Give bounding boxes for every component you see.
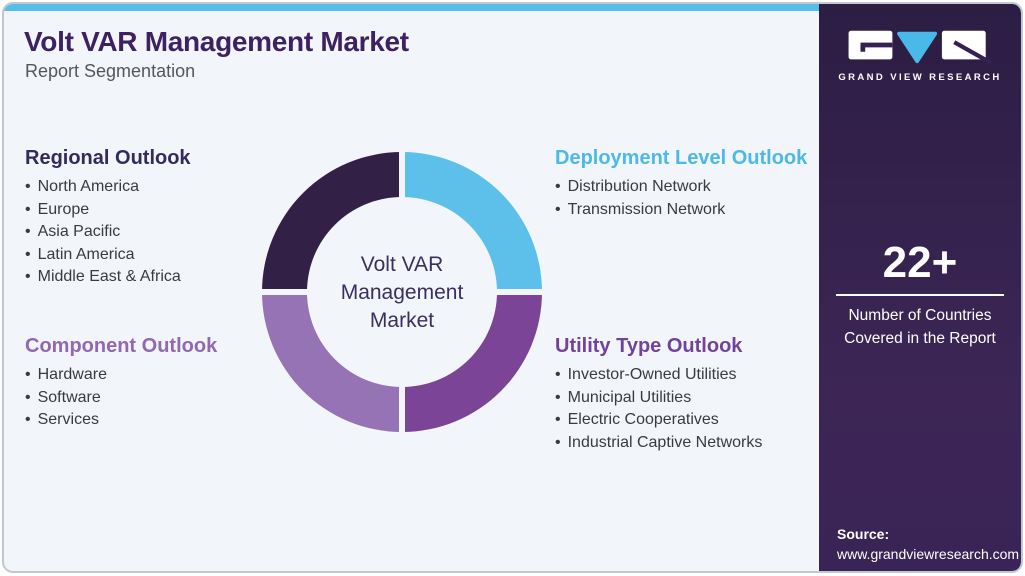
- list-item: Hardware: [25, 364, 325, 387]
- donut-center-line: Management: [340, 281, 464, 304]
- list-item: Industrial Captive Networks: [555, 432, 855, 455]
- section-list: North America Europe Asia Pacific Latin …: [25, 176, 325, 289]
- list-item: Software: [25, 387, 325, 410]
- top-accent-bar: [4, 4, 1021, 11]
- list-item: North America: [25, 176, 325, 199]
- list-item: Municipal Utilities: [555, 387, 855, 410]
- page-subtitle: Report Segmentation: [25, 61, 196, 81]
- list-item: Latin America: [25, 244, 325, 267]
- donut-gap-horizontal: [254, 289, 550, 295]
- section-deployment-outlook: Deployment Level Outlook Distribution Ne…: [555, 147, 855, 221]
- section-heading: Utility Type Outlook: [555, 335, 743, 357]
- section-list: Investor-Owned Utilities Municipal Utili…: [555, 364, 855, 454]
- list-item: Investor-Owned Utilities: [555, 364, 855, 387]
- logo-caption: GRAND VIEW RESEARCH: [838, 72, 1002, 83]
- list-item: Services: [25, 409, 325, 432]
- list-item: Distribution Network: [555, 176, 855, 199]
- source-label: Source:: [837, 526, 890, 542]
- section-heading: Deployment Level Outlook: [555, 147, 808, 169]
- stat-value: 22+: [882, 238, 958, 287]
- segmentation-donut-chart: [254, 144, 550, 440]
- list-item: Middle East & Africa: [25, 266, 325, 289]
- gvr-logo: GRAND VIEW RESEARCH: [819, 26, 1021, 83]
- section-utility-outlook: Utility Type Outlook Investor-Owned Util…: [555, 335, 855, 454]
- section-heading: Regional Outlook: [25, 147, 191, 169]
- stat-divider: [836, 294, 1004, 296]
- donut-segment-regional: [262, 152, 402, 292]
- donut-center-line: Market: [369, 309, 435, 332]
- list-item: Europe: [25, 199, 325, 222]
- list-item: Transmission Network: [555, 199, 855, 222]
- section-regional-outlook: Regional Outlook North America Europe As…: [25, 147, 325, 289]
- section-list: Hardware Software Services: [25, 364, 325, 432]
- donut-segment-component: [262, 292, 402, 432]
- source-block: Source: www.grandviewresearch.com: [837, 524, 1019, 564]
- page-title: Volt VAR Management Market: [24, 26, 409, 57]
- section-list: Distribution Network Transmission Networ…: [555, 176, 855, 221]
- donut-segment-deployment: [402, 152, 542, 292]
- list-item: Electric Cooperatives: [555, 409, 855, 432]
- source-url: www.grandviewresearch.com: [837, 546, 1020, 562]
- gvr-logo-icon: [848, 30, 993, 66]
- countries-stat: 22+ Number of Countries Covered in the R…: [819, 240, 1021, 350]
- sidebar: GRAND VIEW RESEARCH 22+ Number of Countr…: [819, 4, 1021, 571]
- section-component-outlook: Component Outlook Hardware Software Serv…: [25, 335, 325, 432]
- stat-label: Number of Countries Covered in the Repor…: [844, 307, 996, 347]
- donut-segment-utility: [402, 292, 542, 432]
- section-heading: Component Outlook: [25, 335, 218, 357]
- list-item: Asia Pacific: [25, 221, 325, 244]
- donut-center-line: Volt VAR: [360, 253, 444, 276]
- donut-center-label: Volt VAR Management Market: [322, 251, 482, 335]
